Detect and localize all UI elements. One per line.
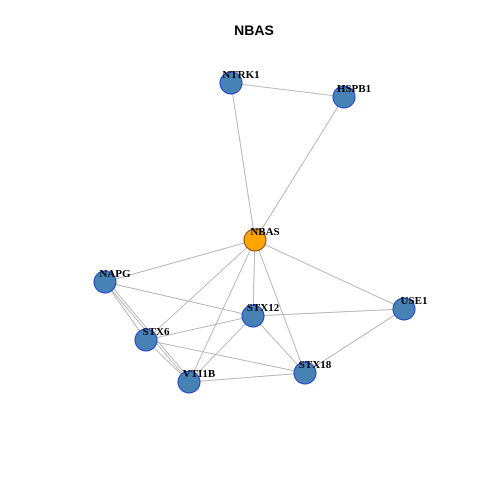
node-stx6[interactable] (134, 328, 158, 352)
node-label-napg: NAPG (99, 268, 131, 280)
edge-nbas-use1 (254, 239, 405, 310)
edge-napg-stx6 (104, 281, 147, 341)
edge-ntrk1-nbas (230, 82, 256, 241)
node-vti1b[interactable] (177, 370, 201, 394)
node-hspb1[interactable] (332, 85, 356, 109)
node-use1[interactable] (392, 297, 416, 321)
edge-nbas-napg (104, 239, 256, 283)
edge-stx12-vti1b (188, 315, 254, 383)
node-nbas[interactable] (243, 228, 267, 252)
edge-napg-stx12 (104, 281, 254, 317)
edge-nbas-stx18 (254, 239, 306, 374)
node-label-use1: USE1 (401, 295, 428, 307)
edge-use1-stx18 (304, 308, 405, 374)
edges-layer (104, 82, 405, 383)
edge-stx12-stx6 (145, 315, 254, 341)
edge-hspb1-nbas (254, 96, 345, 241)
node-label-stx18: STX18 (299, 359, 332, 371)
node-label-vti1b: VTI1B (183, 368, 216, 380)
edge-stx12-stx18 (252, 315, 306, 374)
node-ntrk1[interactable] (219, 71, 243, 95)
node-label-nbas: NBAS (250, 226, 279, 238)
node-label-stx6: STX6 (143, 326, 170, 338)
node-label-ntrk1: NTRK1 (222, 69, 259, 81)
nodes-layer (93, 71, 416, 394)
node-label-stx12: STX12 (247, 302, 280, 314)
edge-vti1b-stx18 (188, 372, 306, 383)
node-label-hspb1: HSPB1 (337, 83, 371, 95)
edge-nbas-stx12 (252, 239, 256, 317)
edge-nbas-stx6 (145, 239, 256, 341)
edge-stx12-use1 (252, 308, 405, 317)
edge-nbas-vti1b (188, 239, 256, 383)
edge-ntrk1-hspb1 (230, 82, 345, 98)
graph-title: NBAS (234, 22, 274, 38)
node-stx12[interactable] (241, 304, 265, 328)
node-napg[interactable] (93, 270, 117, 294)
node-stx18[interactable] (293, 361, 317, 385)
edge-stx6-stx18 (145, 339, 306, 374)
